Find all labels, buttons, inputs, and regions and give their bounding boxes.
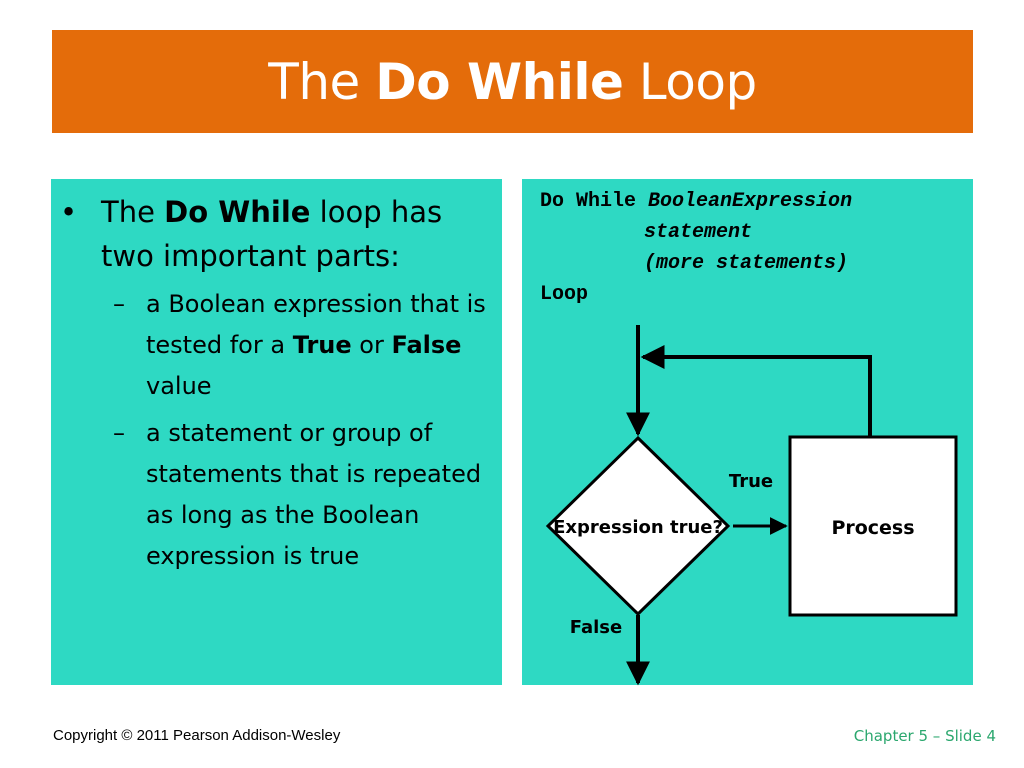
code-block: Do While BooleanExpression statement (more… <box>540 186 852 310</box>
dash-mark: – <box>113 290 125 318</box>
code-statement: statement <box>644 221 753 244</box>
title-bold: Do While <box>375 52 624 111</box>
sub-bullet-2-text: a statement or group of statements that … <box>146 419 482 570</box>
sub-bullet-1-text3: value <box>146 372 212 400</box>
code-more-statements: (more statements) <box>644 252 849 275</box>
bullet-main: • The Do While loop has two important pa… <box>58 190 498 278</box>
bullet-main-bold: Do While <box>164 195 311 229</box>
sub-bullet-1-false: False <box>391 331 462 359</box>
dash-mark: – <box>113 419 125 447</box>
process-box <box>788 435 958 617</box>
bullet-list: • The Do While loop has two important pa… <box>58 190 498 577</box>
loop-back-arrow <box>640 345 872 436</box>
code-line-3: (more statements) <box>540 248 852 279</box>
title-suffix: Loop <box>638 52 757 111</box>
code-keyword-do-while: Do While <box>540 190 637 213</box>
bullet-main-text-after: loop has two important parts: <box>101 195 443 273</box>
title-prefix: The <box>268 52 360 111</box>
left-panel <box>51 179 502 685</box>
false-label: False <box>570 617 622 638</box>
decision-label: Expression true? <box>553 517 723 538</box>
bullet-main-text-before: The <box>101 195 155 229</box>
code-boolean-expression: BooleanExpression <box>648 190 853 213</box>
true-label: True <box>729 471 773 492</box>
sub-bullet-1: – a Boolean expression that is tested fo… <box>58 284 498 407</box>
sub-bullet-2: – a statement or group of statements tha… <box>58 413 498 577</box>
code-line-4: Loop <box>540 279 852 310</box>
code-line-2: statement <box>540 217 852 248</box>
sub-bullet-1-true: True <box>292 331 352 359</box>
decision-diamond <box>545 435 731 617</box>
slide-title: The Do While Loop <box>52 30 973 133</box>
copyright-text: Copyright © 2011 Pearson Addison-Wesley <box>53 727 341 744</box>
code-keyword-loop: Loop <box>540 283 589 306</box>
bullet-dot: • <box>60 195 78 229</box>
code-line-1: Do While BooleanExpression <box>540 186 852 217</box>
slide-number: Chapter 5 – Slide 4 <box>853 727 996 745</box>
sub-bullet-1-text2: or <box>359 331 384 359</box>
process-label: Process <box>831 517 914 539</box>
sub-bullet-1-text1: a Boolean expression that is tested for … <box>146 290 486 359</box>
